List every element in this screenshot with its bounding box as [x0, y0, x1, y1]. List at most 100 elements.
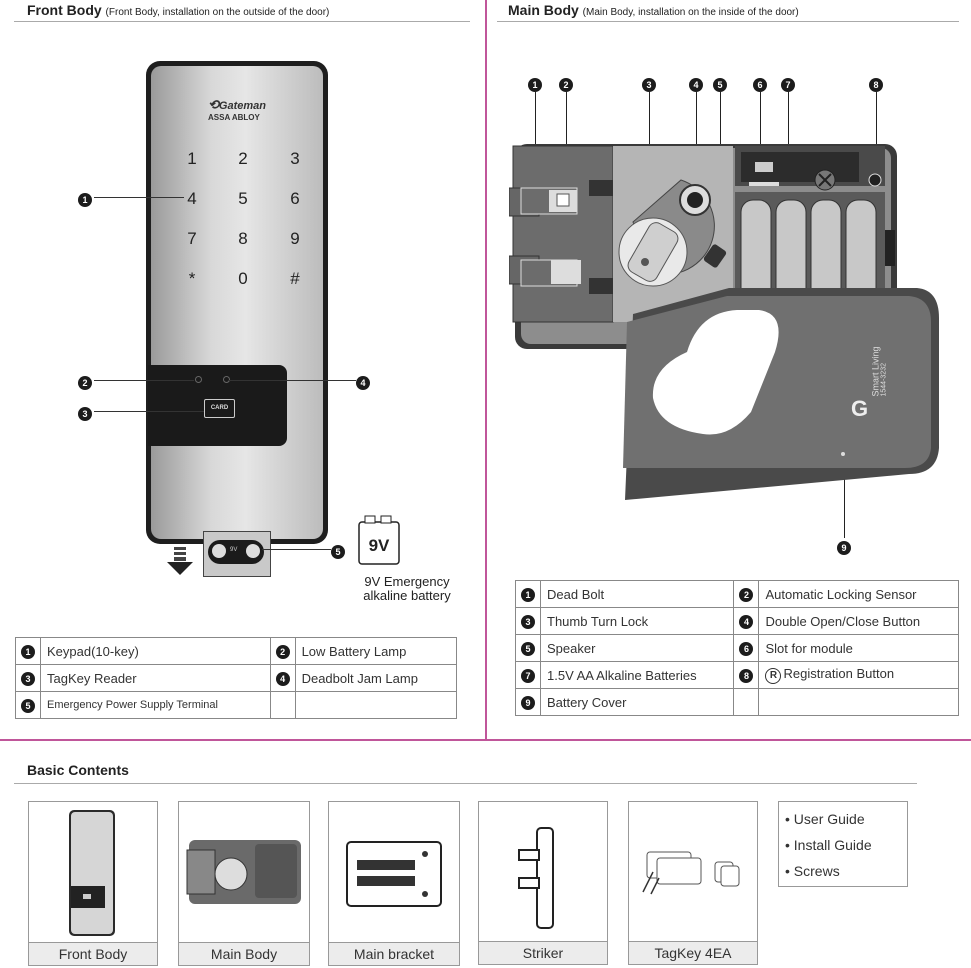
content-striker: Striker [478, 801, 608, 965]
front-body-heading: Front Body (Front Body, installation on … [27, 2, 329, 18]
thumb-turn-lock[interactable] [611, 162, 737, 292]
table-row: 5 Emergency Power Supply Terminal [15, 691, 458, 719]
keypad-key[interactable]: 7 [187, 229, 197, 248]
table-row: 3 Thumb Turn Lock 4 Double Open/Close Bu… [515, 607, 959, 635]
keypad-key[interactable]: 8 [238, 229, 248, 248]
open-close-button[interactable] [679, 184, 711, 216]
cover-logo: G [851, 396, 869, 421]
part-number: 8 [739, 669, 754, 683]
brand-sub: ASSA ABLOY [208, 113, 260, 122]
card-icon: CARD [204, 399, 235, 418]
table-row: 1 Dead Bolt 2 Automatic Locking Sensor [515, 580, 959, 608]
part-number: 7 [521, 669, 535, 683]
battery-cover: Smart Living 1544-3232 G [619, 288, 939, 502]
basic-contents-title: Basic Contents [27, 762, 129, 778]
part-label: Automatic Locking Sensor [758, 580, 959, 608]
main-callout-2: 2 [559, 75, 573, 93]
front-body-subtitle: (Front Body, installation on the outside… [105, 7, 330, 18]
callout-leader-line [844, 454, 845, 538]
deadbolt-jam-lamp [223, 376, 230, 383]
keypad[interactable]: 1 2 3 4 5 6 7 8 9 * 0 # [162, 149, 320, 289]
front-callout-3: 3 [78, 404, 92, 422]
part-number: 2 [739, 588, 754, 602]
part-number: 2 [275, 645, 290, 659]
keypad-key[interactable]: 1 [187, 149, 197, 168]
main-callout-9: 9 [837, 538, 851, 556]
part-label: Emergency Power Supply Terminal [40, 691, 271, 719]
main-callout-3: 3 [642, 75, 656, 93]
part-label: Speaker [539, 634, 735, 662]
part-number: 1 [521, 588, 535, 602]
part-label: 1.5V AA Alkaline Batteries [539, 661, 735, 689]
part-number: 6 [739, 642, 754, 656]
registration-symbol-icon: R [765, 668, 782, 684]
keypad-key[interactable]: 2 [238, 149, 248, 168]
main-parts-table: 1 Dead Bolt 2 Automatic Locking Sensor 3… [515, 580, 959, 716]
down-arrow-icon [167, 545, 193, 579]
main-callout-6: 6 [753, 75, 767, 93]
content-main-body: Main Body [178, 801, 310, 966]
main-callout-8: 8 [869, 75, 883, 93]
front-body-title: Front Body [27, 2, 102, 18]
front-callout-2: 2 [78, 373, 92, 391]
part-label: Battery Cover [539, 688, 735, 716]
keypad-key[interactable]: 3 [290, 149, 300, 168]
main-callout-5: 5 [713, 75, 727, 93]
part-number: 9 [521, 696, 535, 710]
callout-leader-line [535, 90, 536, 196]
emergency-terminal: 9V [203, 531, 271, 577]
keypad-key[interactable]: * [188, 269, 196, 288]
part-label: Low Battery Lamp [294, 637, 458, 665]
front-callout-5: 5 [331, 542, 345, 560]
main-callout-7: 7 [781, 75, 795, 93]
content-label: TagKey 4EA [629, 941, 757, 964]
keypad-key[interactable]: 9 [290, 229, 300, 248]
content-label: Main Body [179, 942, 309, 965]
main-body-subtitle: (Main Body, installation on the inside o… [582, 7, 799, 18]
table-row: 1 Keypad(10-key) 2 Low Battery Lamp [15, 637, 458, 665]
keypad-key[interactable]: 6 [290, 189, 300, 208]
low-battery-lamp [195, 376, 202, 383]
content-label: Striker [479, 941, 607, 964]
part-label: Double Open/Close Button [758, 607, 959, 635]
part-label: Deadbolt Jam Lamp [294, 664, 458, 692]
part-number: 5 [21, 699, 35, 713]
part-label: Slot for module [758, 634, 959, 662]
main-callout-1: 1 [528, 75, 542, 93]
callout-leader-line [876, 90, 877, 180]
content-label: Main bracket [329, 942, 459, 965]
content-tagkey: TagKey 4EA [628, 801, 758, 965]
callout-leader-line [760, 90, 761, 166]
keypad-key[interactable]: 5 [238, 189, 248, 208]
content-main-bracket: Main bracket [328, 801, 460, 966]
callout-leader-line [566, 90, 567, 196]
table-row: 3 TagKey Reader 4 Deadbolt Jam Lamp [15, 664, 458, 692]
main-body-title: Main Body [508, 2, 579, 18]
content-front-body: Front Body [28, 801, 158, 966]
part-number: 5 [521, 642, 535, 656]
tagkey-reader-panel: CARD [148, 365, 287, 446]
bullet-item: • User Guide [785, 811, 865, 827]
front-parts-table: 1 Keypad(10-key) 2 Low Battery Lamp 3 Ta… [15, 637, 458, 719]
main-body-heading: Main Body (Main Body, installation on th… [508, 2, 799, 18]
keypad-key[interactable]: 0 [238, 269, 248, 288]
keypad-key[interactable]: # [290, 269, 300, 288]
cover-text: Smart Living 1544-3232 [870, 346, 888, 397]
bullet-item: • Install Guide [785, 837, 872, 853]
keypad-key[interactable]: 4 [187, 189, 197, 208]
contents-title-rule [14, 783, 917, 784]
bullet-item: • Screws [785, 863, 840, 879]
callout-leader-line [696, 90, 697, 196]
part-number: 3 [521, 615, 535, 629]
part-label: Thumb Turn Lock [539, 607, 735, 635]
table-row: 9 Battery Cover [515, 688, 959, 716]
content-documents: • User Guide • Install Guide • Screws [778, 801, 908, 887]
section-divider-vertical [485, 0, 487, 740]
section-divider-horizontal [0, 739, 971, 741]
content-label: Front Body [29, 942, 157, 965]
part-label: Dead Bolt [539, 580, 735, 608]
front-callout-1: 1 [78, 190, 92, 208]
